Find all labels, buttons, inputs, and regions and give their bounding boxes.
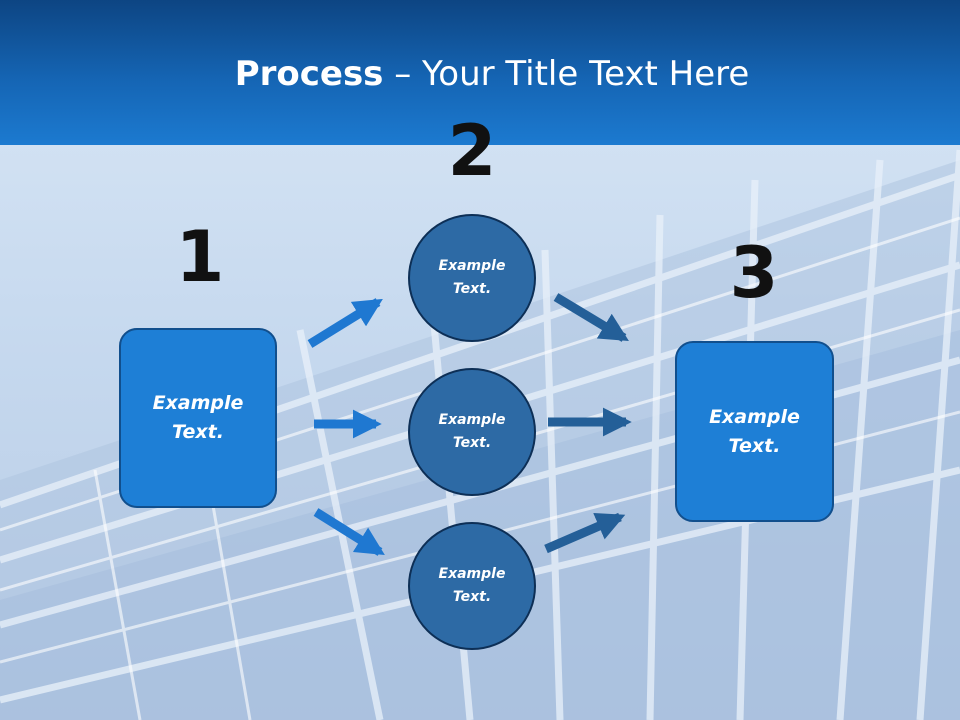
arrow-1-to-top	[307, 298, 383, 348]
step-2-circle-middle: Example Text.	[408, 368, 536, 496]
arrow-bottom-to-3	[544, 512, 626, 554]
slide-title: Process – Your Title Text Here	[0, 52, 960, 96]
title-bar	[0, 0, 960, 145]
arrow-top-to-3	[553, 293, 629, 342]
step-2-circle-bottom: Example Text.	[408, 522, 536, 650]
arrow-1-to-bottom	[313, 508, 385, 556]
step-number-2: 2	[447, 110, 497, 192]
title-rest: – Your Title Text Here	[383, 54, 750, 94]
step-number-3: 3	[729, 232, 779, 314]
step-number-1: 1	[175, 216, 225, 298]
step-3-box: Example Text.	[675, 341, 834, 522]
step-1-box: Example Text.	[119, 328, 277, 508]
step-2-circle-top: Example Text.	[408, 214, 536, 342]
title-bold: Process	[234, 54, 384, 94]
